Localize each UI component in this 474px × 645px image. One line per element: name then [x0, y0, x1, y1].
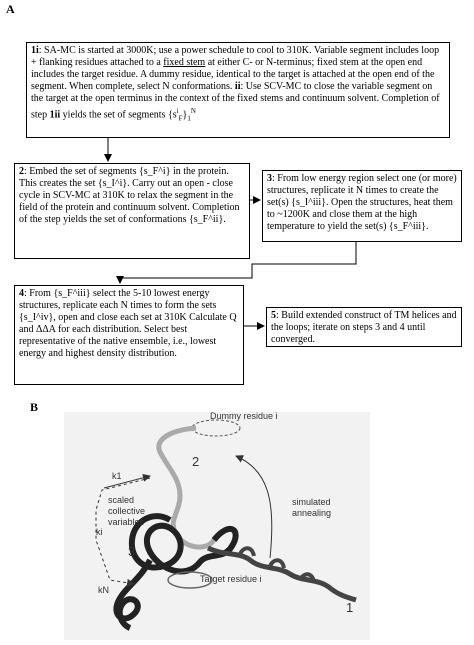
- arrow-3-to-4: [116, 242, 357, 284]
- helix-lower: [113, 558, 153, 631]
- segment-2-label: 2: [192, 454, 199, 469]
- segment-3-label: 3: [128, 544, 135, 559]
- segment-1-label: 1: [346, 600, 353, 615]
- simulated-annealing-arrow: [235, 455, 273, 559]
- panel-b-label: B: [30, 400, 39, 414]
- helix-3: [128, 513, 239, 575]
- fixed-stem-term: fixed stem: [163, 57, 206, 68]
- simulated-label-2: annealing: [292, 508, 331, 518]
- step-1i-number: 1i: [31, 45, 39, 56]
- target-residue-ellipse: [167, 571, 213, 589]
- panel-a-label: A: [6, 2, 15, 16]
- helix-1-coil: [238, 546, 316, 583]
- helix-1: [206, 545, 357, 603]
- ki-label: ki: [96, 527, 103, 537]
- k-path-arrow: [95, 477, 151, 587]
- scaled-label-2: collective: [108, 506, 145, 516]
- k1-arrow: [103, 473, 151, 489]
- step-2-text: 2: Embed the set of segments {s_F^i} in …: [19, 166, 240, 225]
- step-1ii-number: ii: [234, 81, 241, 92]
- step-2-box: 2: Embed the set of segments {s_F^i} in …: [14, 163, 250, 259]
- scaled-label-1: scaled: [108, 495, 134, 505]
- k1-label: k1: [112, 471, 122, 481]
- dummy-residue-label: Dummy residue i: [210, 411, 278, 421]
- scaled-label-3: variables: [108, 517, 145, 527]
- step-3-box: 3: From low energy region select one (or…: [262, 170, 462, 242]
- dummy-residue-ellipse: [191, 419, 241, 437]
- loop-segment: [156, 425, 217, 550]
- step-5-box: 5: Build extended construct of TM helice…: [266, 307, 462, 347]
- step-4-box: 4: From {s_F^iii} select the 5-10 lowest…: [14, 285, 244, 385]
- step-4-text: 4: From {s_F^iii} select the 5-10 lowest…: [19, 288, 237, 359]
- step-1-box: 1i: SA-MC is started at 3000K; use a pow…: [26, 42, 450, 138]
- kn-label: kN: [98, 585, 109, 595]
- step-1-text: 1i: SA-MC is started at 3000K; use a pow…: [31, 45, 440, 123]
- simulated-label-1: simulated: [292, 497, 331, 507]
- step-3-text: 3: From low energy region select one (or…: [267, 173, 457, 232]
- target-residue-label: Target residue i: [200, 574, 262, 584]
- step-5-text: 5: Build extended construct of TM helice…: [271, 310, 457, 345]
